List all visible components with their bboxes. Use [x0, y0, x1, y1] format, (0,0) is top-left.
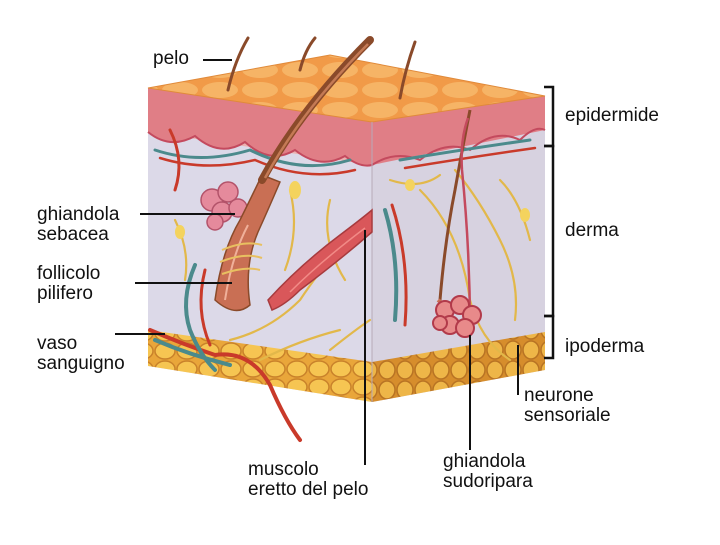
- label-neurone-sensoriale-line2: sensoriale: [524, 405, 611, 426]
- derma-bracket: [544, 144, 555, 318]
- layer-brackets: [544, 85, 555, 360]
- small-hairs: [226, 36, 417, 100]
- epidermis-side: [372, 96, 545, 165]
- label-ghiandola-sebacea-line2: sebacea: [37, 224, 109, 245]
- label-ghiandola-sebacea-line1: ghiandola: [37, 204, 120, 225]
- arrector-pili-muscle: [267, 208, 373, 311]
- hypodermis-side: [372, 332, 545, 402]
- label-ghiandola-sudoripara-line2: sudoripara: [443, 471, 533, 492]
- label-neurone-sensoriale-line1: neurone: [524, 385, 594, 406]
- nerves: [173, 168, 532, 362]
- label-ghiandola-sudoripara-line1: ghiandola: [443, 451, 526, 472]
- label-vaso-sanguigno-line2: sanguigno: [37, 353, 125, 374]
- hypodermis-front: [148, 330, 372, 402]
- label-pelo: pelo: [153, 48, 189, 69]
- side-face: [371, 96, 546, 402]
- label-ghiandola-sudoripara: ghiandola sudoripara: [443, 452, 533, 492]
- label-muscolo-eretto: muscolo eretto del pelo: [248, 460, 368, 500]
- label-derma: derma: [565, 220, 619, 241]
- top-face: [147, 54, 546, 123]
- label-muscolo-eretto-line2: eretto del pelo: [248, 479, 369, 500]
- label-ipoderma: ipoderma: [565, 336, 645, 357]
- label-muscolo-eretto-line1: muscolo: [248, 459, 319, 480]
- label-follicolo-pilifero-line2: pilifero: [37, 283, 93, 304]
- epidermide-bracket: [544, 85, 555, 148]
- leader-lines: [115, 59, 519, 465]
- label-follicolo-pilifero-line1: follicolo: [37, 263, 101, 284]
- hair-follicle: [214, 174, 281, 312]
- label-vaso-sanguigno-line1: vaso: [37, 333, 78, 354]
- hair-shaft: [258, 36, 374, 184]
- label-neurone-sensoriale: neurone sensoriale: [524, 386, 611, 426]
- sweat-gland: [432, 117, 482, 338]
- label-epidermide: epidermide: [565, 105, 659, 126]
- label-ghiandola-sebacea: ghiandola sebacea: [37, 205, 119, 245]
- ipoderma-bracket: [544, 314, 555, 360]
- label-vaso-sanguigno: vaso sanguigno: [37, 334, 125, 374]
- label-follicolo-pilifero: follicolo pilifero: [37, 264, 100, 304]
